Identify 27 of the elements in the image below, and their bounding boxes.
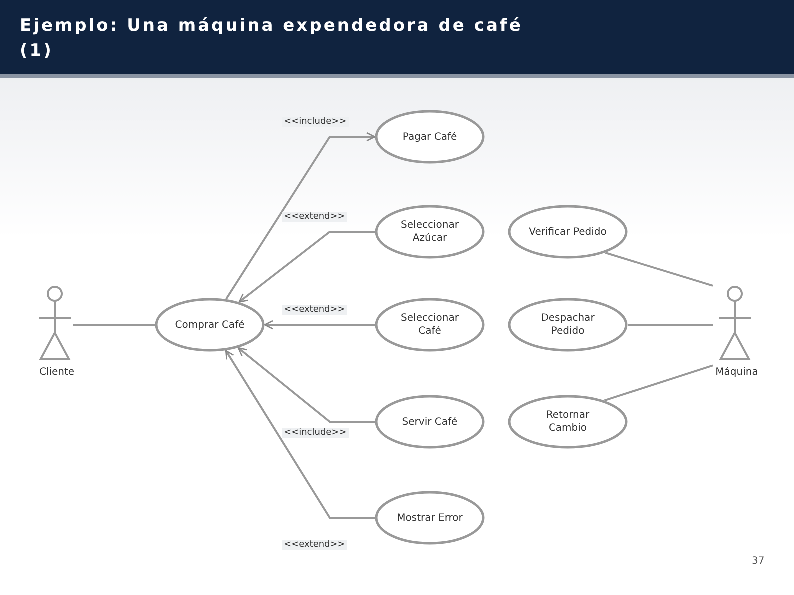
use-case-name: Despachar Pedido (540, 312, 596, 338)
stereotype-label: <<include>> (282, 428, 349, 438)
use-case-name: Seleccionar Café (400, 312, 460, 338)
dependency-arrow (238, 347, 375, 423)
use-case-name: Seleccionar Azúcar (400, 219, 460, 245)
actor-name: Cliente (38, 367, 76, 378)
association-line (605, 252, 714, 287)
actor-name: Máquina (714, 367, 760, 378)
use-case-name: Mostrar Error (396, 512, 464, 524)
stereotype-label: <<extend>> (282, 540, 348, 550)
dependency-arrow (226, 132, 376, 300)
dependency-arrow (225, 350, 375, 519)
page-number: 37 (752, 556, 765, 567)
stereotype-label: <<extend>> (282, 305, 348, 315)
association-line (604, 364, 714, 402)
use-case-name: Verificar Pedido (529, 226, 607, 238)
use-case-name: Servir Café (401, 416, 459, 428)
dependency-arrow (238, 231, 375, 303)
use-case-name: Comprar Café (174, 318, 246, 332)
slide-title: Ejemplo: Una máquina expendedora de café (1) (20, 15, 524, 63)
stereotype-label: <<extend>> (282, 212, 348, 222)
stereotype-label: <<include>> (282, 117, 349, 127)
association-line (628, 324, 713, 326)
use-case-name: Pagar Café (402, 130, 458, 144)
use-case-name: Retornar Cambio (545, 409, 591, 435)
association-line (73, 324, 155, 326)
dependency-arrow (264, 320, 375, 330)
